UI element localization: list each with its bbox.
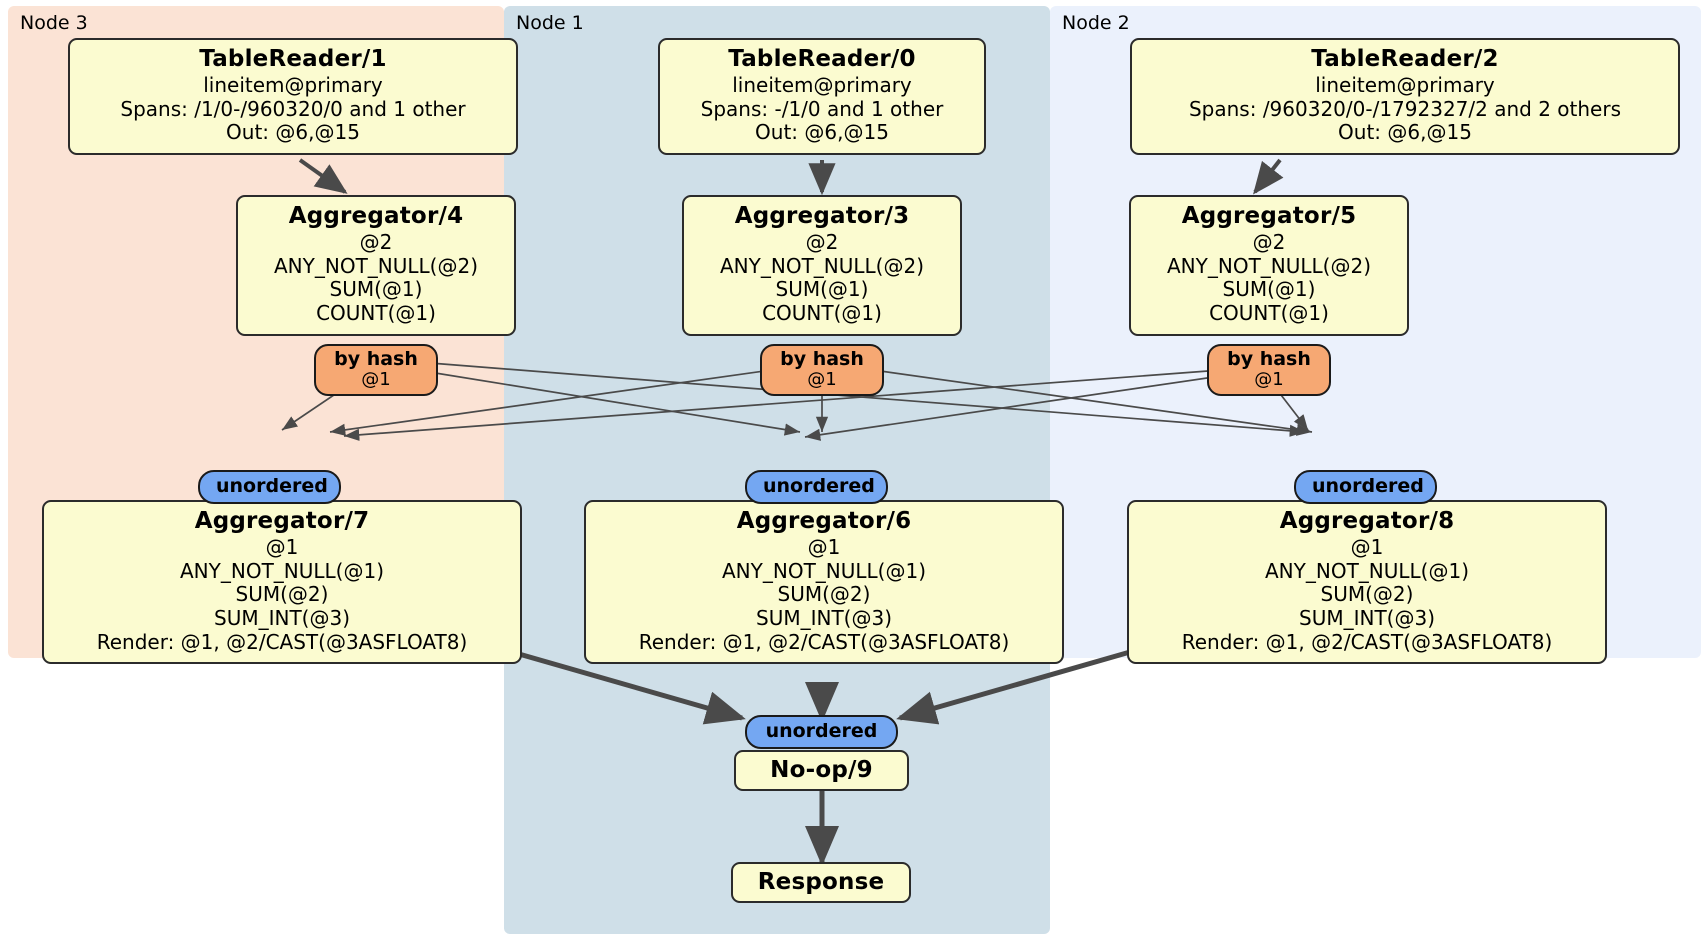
processor-detail-groupcol: @2 xyxy=(805,230,839,255)
processor-title: Aggregator/7 xyxy=(194,508,370,534)
processor-aggregator-7[interactable]: Aggregator/7 @1 ANY_NOT_NULL(@1) SUM(@2)… xyxy=(42,500,522,665)
processor-detail-agg-0: ANY_NOT_NULL(@1) xyxy=(722,558,926,583)
processor-table-reader-2[interactable]: TableReader/2 lineitem@primary Spans: /9… xyxy=(1130,38,1680,155)
processor-detail-groupcol: @1 xyxy=(807,535,841,560)
router-by-hash-node-3[interactable]: by hash @1 xyxy=(314,344,438,397)
router-unordered-final[interactable]: unordered xyxy=(745,715,898,750)
processor-detail-out: Out: @6,@15 xyxy=(226,120,360,145)
processor-title: Aggregator/8 xyxy=(1279,508,1455,534)
processor-detail-groupcol: @1 xyxy=(265,535,299,560)
router-label: by hash xyxy=(780,348,864,370)
router-label: unordered xyxy=(1312,475,1424,497)
processor-aggregator-6[interactable]: Aggregator/6 @1 ANY_NOT_NULL(@1) SUM(@2)… xyxy=(584,500,1064,665)
processor-title: No-op/9 xyxy=(770,757,873,783)
router-label: unordered xyxy=(216,475,328,497)
processor-detail-agg-2: SUM_INT(@3) xyxy=(1299,605,1435,630)
processor-title: Aggregator/5 xyxy=(1181,203,1357,229)
processor-detail-agg-0: ANY_NOT_NULL(@2) xyxy=(720,253,924,278)
processor-title: Response xyxy=(757,869,885,895)
processor-title: TableReader/2 xyxy=(1311,46,1499,72)
processor-title: TableReader/0 xyxy=(728,46,916,72)
processor-detail-out: Out: @6,@15 xyxy=(755,120,889,145)
processor-detail-agg-1: SUM(@1) xyxy=(1222,277,1316,302)
router-unordered-node-3[interactable]: unordered xyxy=(198,470,341,505)
processor-aggregator-5[interactable]: Aggregator/5 @2 ANY_NOT_NULL(@2) SUM(@1)… xyxy=(1129,195,1409,336)
processor-detail-table: lineitem@primary xyxy=(732,73,912,98)
processor-title: Aggregator/3 xyxy=(734,203,910,229)
processor-table-reader-1[interactable]: TableReader/1 lineitem@primary Spans: /1… xyxy=(68,38,518,155)
processor-detail-groupcol: @1 xyxy=(1350,535,1384,560)
router-unordered-node-2[interactable]: unordered xyxy=(1294,470,1437,505)
router-column: @1 xyxy=(1254,369,1284,391)
processor-detail-agg-1: SUM(@1) xyxy=(775,277,869,302)
region-node-3-label: Node 3 xyxy=(20,12,88,34)
router-label: unordered xyxy=(763,475,875,497)
processor-detail-table: lineitem@primary xyxy=(203,73,383,98)
processor-detail-out: Out: @6,@15 xyxy=(1338,120,1472,145)
router-column: @1 xyxy=(361,369,391,391)
processor-detail-agg-2: COUNT(@1) xyxy=(762,300,882,325)
region-node-1-label: Node 1 xyxy=(516,12,584,34)
processor-detail-agg-0: ANY_NOT_NULL(@1) xyxy=(180,558,384,583)
processor-detail-agg-2: COUNT(@1) xyxy=(316,300,436,325)
processor-title: Aggregator/6 xyxy=(736,508,912,534)
router-label: by hash xyxy=(334,348,418,370)
router-label: unordered xyxy=(765,720,878,742)
processor-detail-table: lineitem@primary xyxy=(1315,73,1495,98)
region-node-2-label: Node 2 xyxy=(1062,12,1130,34)
processor-detail-agg-2: SUM_INT(@3) xyxy=(214,605,350,630)
processor-detail-agg-0: ANY_NOT_NULL(@2) xyxy=(274,253,478,278)
processor-no-op-9[interactable]: No-op/9 xyxy=(734,750,909,792)
processor-detail-spans: Spans: /960320/0-/1792327/2 and 2 others xyxy=(1188,96,1621,121)
processor-title: Aggregator/4 xyxy=(288,203,464,229)
processor-detail-agg-0: ANY_NOT_NULL(@2) xyxy=(1167,253,1371,278)
router-column: @1 xyxy=(807,369,837,391)
router-label: by hash xyxy=(1227,348,1311,370)
processor-detail-groupcol: @2 xyxy=(359,230,393,255)
processor-detail-groupcol: @2 xyxy=(1252,230,1286,255)
processor-aggregator-3[interactable]: Aggregator/3 @2 ANY_NOT_NULL(@2) SUM(@1)… xyxy=(682,195,962,336)
processor-detail-spans: Spans: /1/0-/960320/0 and 1 other xyxy=(120,96,466,121)
processor-detail-render: Render: @1, @2/CAST(@3ASFLOAT8) xyxy=(638,629,1010,654)
processor-detail-agg-0: ANY_NOT_NULL(@1) xyxy=(1265,558,1469,583)
processor-detail-agg-1: SUM(@2) xyxy=(235,582,329,607)
processor-detail-spans: Spans: -/1/0 and 1 other xyxy=(700,96,944,121)
router-by-hash-node-1[interactable]: by hash @1 xyxy=(760,344,884,397)
router-by-hash-node-2[interactable]: by hash @1 xyxy=(1207,344,1331,397)
processor-table-reader-0[interactable]: TableReader/0 lineitem@primary Spans: -/… xyxy=(658,38,986,155)
router-unordered-node-1[interactable]: unordered xyxy=(745,470,888,505)
processor-title: TableReader/1 xyxy=(199,46,387,72)
processor-aggregator-8[interactable]: Aggregator/8 @1 ANY_NOT_NULL(@1) SUM(@2)… xyxy=(1127,500,1607,665)
processor-detail-agg-1: SUM(@2) xyxy=(777,582,871,607)
processor-response[interactable]: Response xyxy=(731,862,911,904)
processor-detail-render: Render: @1, @2/CAST(@3ASFLOAT8) xyxy=(1181,629,1553,654)
processor-detail-render: Render: @1, @2/CAST(@3ASFLOAT8) xyxy=(96,629,468,654)
processor-detail-agg-1: SUM(@2) xyxy=(1320,582,1414,607)
processor-detail-agg-2: SUM_INT(@3) xyxy=(756,605,892,630)
processor-aggregator-4[interactable]: Aggregator/4 @2 ANY_NOT_NULL(@2) SUM(@1)… xyxy=(236,195,516,336)
processor-detail-agg-2: COUNT(@1) xyxy=(1209,300,1329,325)
processor-detail-agg-1: SUM(@1) xyxy=(329,277,423,302)
